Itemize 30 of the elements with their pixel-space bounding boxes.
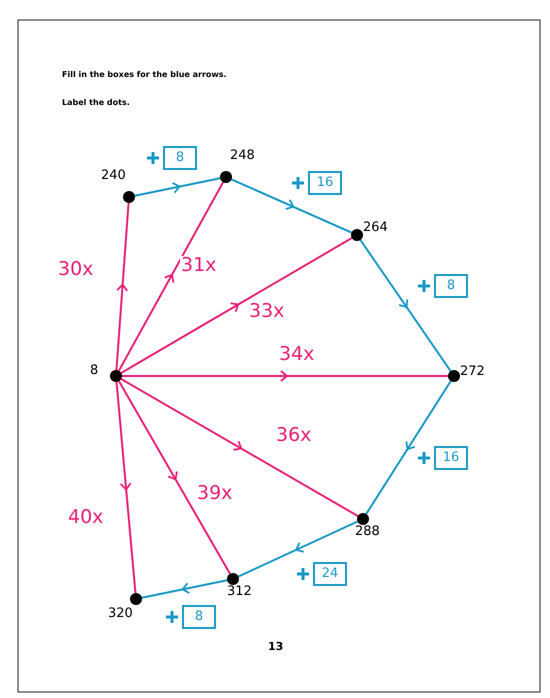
arrow xyxy=(115,202,130,370)
answer-box: 8 xyxy=(182,605,216,629)
dot-label: 264 xyxy=(363,221,388,234)
arrow xyxy=(120,237,352,374)
answer-box: 16 xyxy=(434,446,468,470)
answer-box: 16 xyxy=(308,171,342,195)
dot-label: 272 xyxy=(460,365,485,378)
instruction-text: Fill in the boxes for the blue arrows. xyxy=(62,70,227,79)
answer-box: 8 xyxy=(434,274,468,298)
dot-label: 240 xyxy=(101,169,126,182)
arrow xyxy=(122,370,448,382)
dot-label: 320 xyxy=(108,607,133,620)
arrow xyxy=(134,177,220,197)
answer-box: 8 xyxy=(163,146,197,170)
arrow xyxy=(142,579,228,599)
instruction-text: Label the dots. xyxy=(62,98,130,107)
arrow xyxy=(238,520,358,578)
dot-label: 288 xyxy=(355,525,380,538)
arrow xyxy=(118,380,231,574)
arrow xyxy=(116,382,136,594)
arrow xyxy=(118,182,224,372)
arrow xyxy=(231,178,352,234)
page-number: 13 xyxy=(268,640,284,653)
dot-label: 312 xyxy=(227,585,252,598)
dot-label: 8 xyxy=(90,364,98,377)
arrow xyxy=(360,239,452,372)
answer-box: 24 xyxy=(313,562,347,586)
arrow xyxy=(120,378,358,517)
arrow xyxy=(365,380,452,514)
dot-label: 248 xyxy=(230,149,255,162)
